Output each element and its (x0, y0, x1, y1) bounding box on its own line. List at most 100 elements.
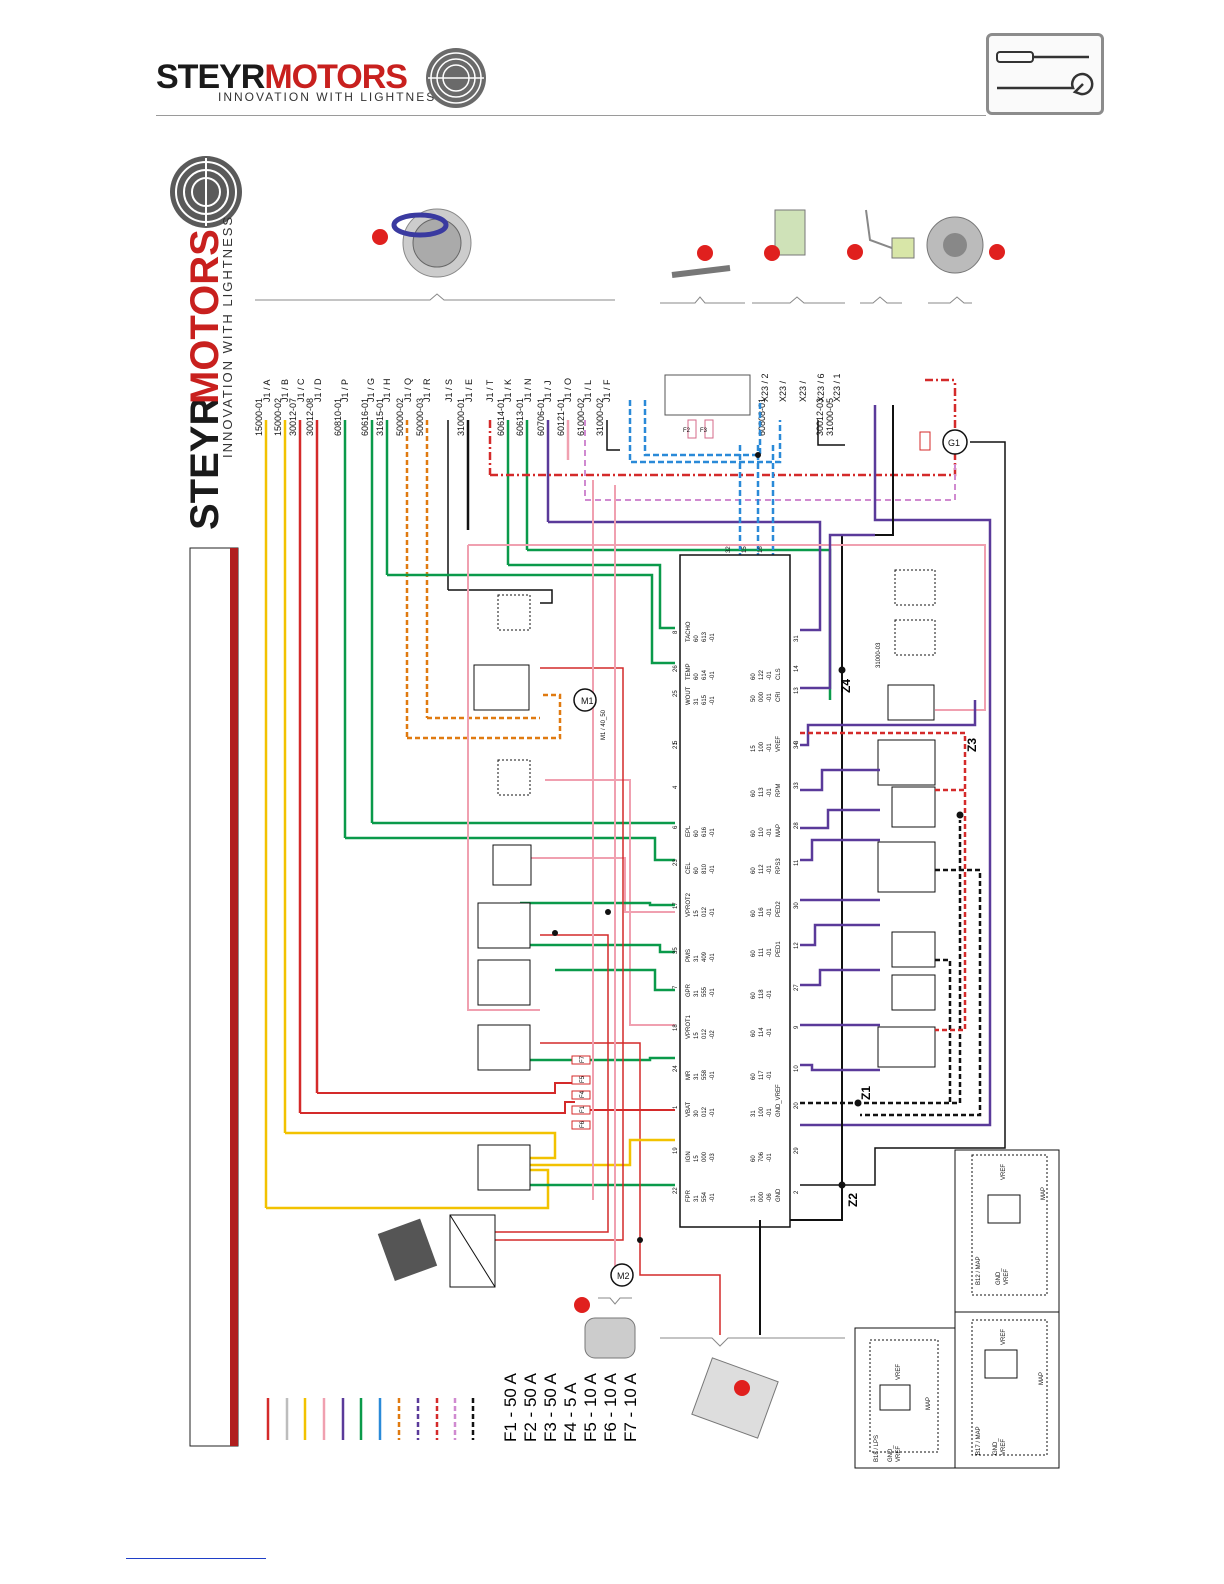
ecu-left-pin-code: -01 (710, 1071, 716, 1080)
sensor-box (887, 684, 935, 721)
pin-label: X23 / 6 (816, 373, 826, 402)
ecu-left-pin-code: 810 (702, 863, 708, 874)
ecu-right-pin-code: 100 (759, 1106, 765, 1117)
wire-label: 31615-01 (375, 398, 385, 436)
pin-label: J1 / K (503, 379, 513, 402)
fuse-symbol (571, 1120, 591, 1130)
fuse-symbol (571, 1075, 591, 1085)
ecu-left-pin-label: MR (686, 1070, 692, 1080)
ecu-left-pin-code: 409 (702, 951, 708, 962)
side-tagline: INNOVATION WITH LIGHTNESS (220, 215, 235, 458)
brand-logo: STEYRMOTORS (156, 58, 408, 97)
ecu-left-pin-number: 26 (673, 665, 679, 672)
ecu-left-pin-code: -01 (710, 633, 716, 642)
ecu-left-pin-label: VPROT1 (686, 1014, 692, 1039)
ecu-right-pin-label: RPS3 (776, 858, 782, 874)
ecu-right-pin-label: CLS (776, 668, 782, 680)
wire-label: 60121-01 (556, 398, 566, 436)
ecu-right-pin-code: 60 (751, 1155, 757, 1162)
ecu-top-pin-number: 15 (742, 546, 748, 553)
ecu-top-pin-number: 16 (758, 546, 764, 553)
ecu-right-pin-code: 31 (751, 1110, 757, 1117)
fuse-symbol (571, 1105, 591, 1115)
ecu-left-pin-number: 5 (673, 740, 679, 744)
ecu-right-pin-number: 28 (794, 822, 800, 829)
wire-label: 50000-02 (395, 398, 405, 436)
screwdriver-wrench-icon (996, 51, 1094, 96)
battery-picture (691, 1357, 779, 1439)
ecu-right-pin-code: -01 (767, 671, 773, 680)
relay-box (492, 844, 532, 886)
wire-label: 31000-05 (825, 398, 835, 436)
ecu-right-pin-number: 10 (794, 1065, 800, 1072)
relay-box (477, 902, 531, 949)
ecu-right-pin-code: -01 (767, 1071, 773, 1080)
ecu-right-pin-code: -01 (767, 990, 773, 999)
ecu-left-pin-number: 1 (673, 1105, 679, 1109)
ecu-left-pin-code: -01 (710, 671, 716, 680)
wire-label: 15000-02 (273, 398, 283, 436)
wire-label: 30012-08 (305, 398, 315, 436)
ecu-box (679, 554, 791, 1228)
ecu-left-pin-code: -01 (710, 696, 716, 705)
junction-z3: Z3 (965, 738, 979, 752)
ecu-right-pin-code: 15 (751, 745, 757, 752)
pin-label: J1 / D (313, 378, 323, 402)
relay-box (497, 759, 531, 796)
ecu-right-pin-label: GND (776, 1188, 782, 1202)
ecu-left-pin-code: 614 (702, 669, 708, 680)
ecu-left-pin-number: 17 (673, 902, 679, 909)
ecu-left-pin-code: 31 (694, 955, 700, 962)
starter-picture (574, 1297, 636, 1359)
ecu-left-pin-label: CEL (686, 862, 692, 874)
m1-label: M1 (581, 696, 594, 706)
ecu-right-pin-number: 33 (794, 782, 800, 789)
wire-label: 60810-01 (333, 398, 343, 436)
ecu-right-pin-code: 111 (759, 947, 765, 957)
ecu-left-pin-number: 25 (673, 690, 679, 697)
ecu-left-pin-label: GPR (686, 983, 692, 997)
side-brand-word-1: STEYR (183, 397, 227, 530)
ecu-left-pin-number: 35 (673, 947, 679, 954)
ecu-right-pin-code: 706 (759, 1151, 765, 1162)
fuse-rating: F2 - 50 A (521, 1372, 540, 1442)
ecu-left-pin-code: 554 (702, 1191, 708, 1202)
ecu-right-pin-number: 2 (794, 1190, 800, 1194)
sensor-box (877, 739, 936, 786)
ecu-right-pin-code: -01 (767, 828, 773, 837)
ecu-right-pin-code: -01 (767, 788, 773, 797)
ecu-left-pin-code: -01 (710, 1193, 716, 1202)
ecu-left-pin-code: 60 (694, 635, 700, 642)
wire-label: 31000-01 (456, 398, 466, 436)
ecu-left-pin-code: 60 (694, 673, 700, 680)
ecu-top-pin-number: 32 (726, 546, 732, 553)
inset-lps-vref: VREF (896, 1364, 902, 1380)
ecu-left-pin-code: 15 (694, 910, 700, 917)
inset-lps-vref: VREF (896, 1446, 902, 1462)
ecu-left-pin-label: WOUT (686, 686, 692, 705)
pin-label: J1 / J (543, 380, 553, 402)
ecu-right-pin-code: -01 (767, 1153, 773, 1162)
ecu-right-pin-number: 27 (794, 984, 800, 991)
pin-label: J1 / R (422, 378, 432, 402)
inset-map2-vref: VREF (1001, 1164, 1007, 1180)
ecu-left-pin-number: 6 (673, 825, 679, 829)
ecu-left-pin-code: 558 (702, 1069, 708, 1080)
fuse-label: F4 (580, 1090, 586, 1098)
fuse-rating: F4 - 5 A (561, 1382, 580, 1442)
pin-label: X23 / 2 (760, 373, 770, 402)
ecu-right-pin-code: 60 (751, 1073, 757, 1080)
ecu-right-pin-label: CRI (776, 691, 782, 702)
pin-label: J1 / S (444, 379, 454, 402)
ecu-right-pin-code: 000 (759, 1191, 765, 1202)
inset-lps-gnd: GND_ (888, 1445, 894, 1462)
ecu-right-pin-code: -01 (767, 865, 773, 874)
fuse-label: F1 (580, 1105, 586, 1113)
inset-map1-vref: VREF (1001, 1439, 1007, 1455)
ecu-right-pin-code: -01 (767, 948, 773, 957)
ecu-left-pin-label: PMS (686, 949, 692, 962)
page-header: STEYRMOTORS INNOVATION WITH LIGHTNESS (0, 0, 1224, 130)
brand-word-2: MOTORS (264, 58, 408, 96)
ecu-left-pin-code: 15 (694, 1155, 700, 1162)
pin-label: X23 / (798, 380, 808, 402)
